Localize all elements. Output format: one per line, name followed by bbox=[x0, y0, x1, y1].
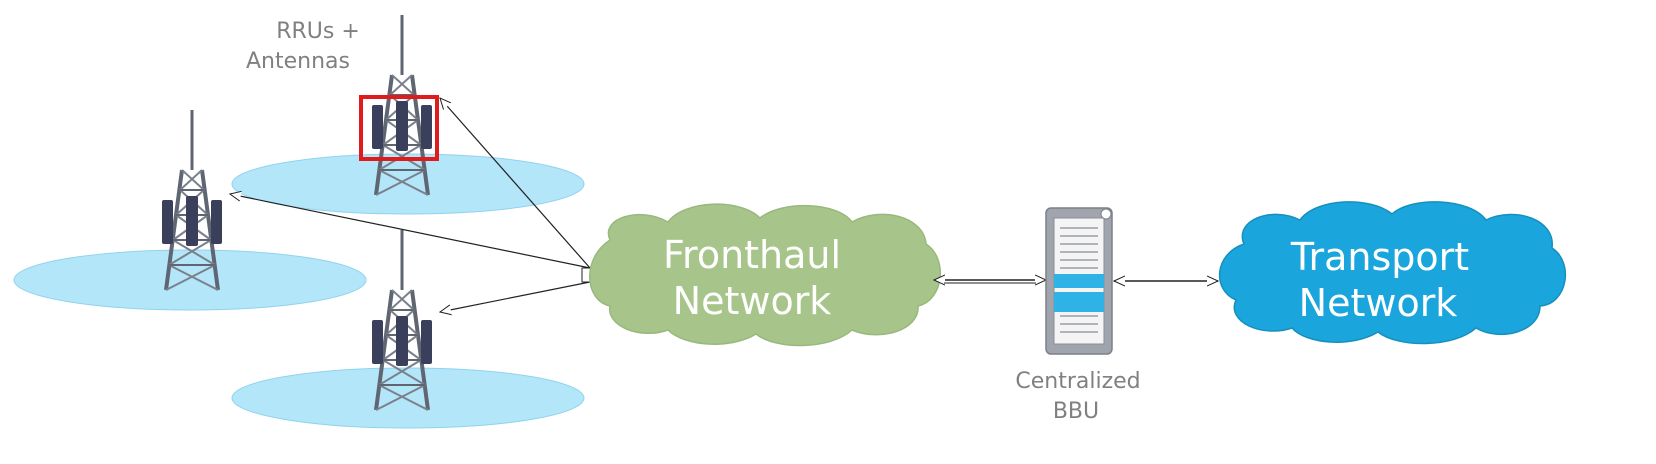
rru-label-line1: RRUs + bbox=[276, 19, 360, 44]
bbu-label-line1: Centralized bbox=[1015, 369, 1140, 394]
transport-label-line2: Network bbox=[1299, 281, 1458, 325]
coverage-area bbox=[231, 367, 585, 429]
rru-highlight-box bbox=[359, 95, 439, 161]
fronthaul-link bbox=[440, 281, 591, 312]
fronthaul-label-line2: Network bbox=[673, 279, 832, 323]
cloud-icon bbox=[589, 203, 941, 347]
coverage-area bbox=[13, 249, 367, 311]
fronthaul-label-line1: Fronthaul bbox=[663, 233, 841, 277]
bbu-label-line2: BBU bbox=[1053, 399, 1099, 424]
fronthaul-link bbox=[230, 194, 591, 269]
cloud-icon bbox=[1219, 201, 1567, 345]
fronthaul-link bbox=[440, 98, 591, 269]
rru-label-line2: Antennas bbox=[246, 49, 350, 74]
transport-label-line1: Transport bbox=[1290, 235, 1469, 279]
server-icon bbox=[1045, 207, 1113, 355]
